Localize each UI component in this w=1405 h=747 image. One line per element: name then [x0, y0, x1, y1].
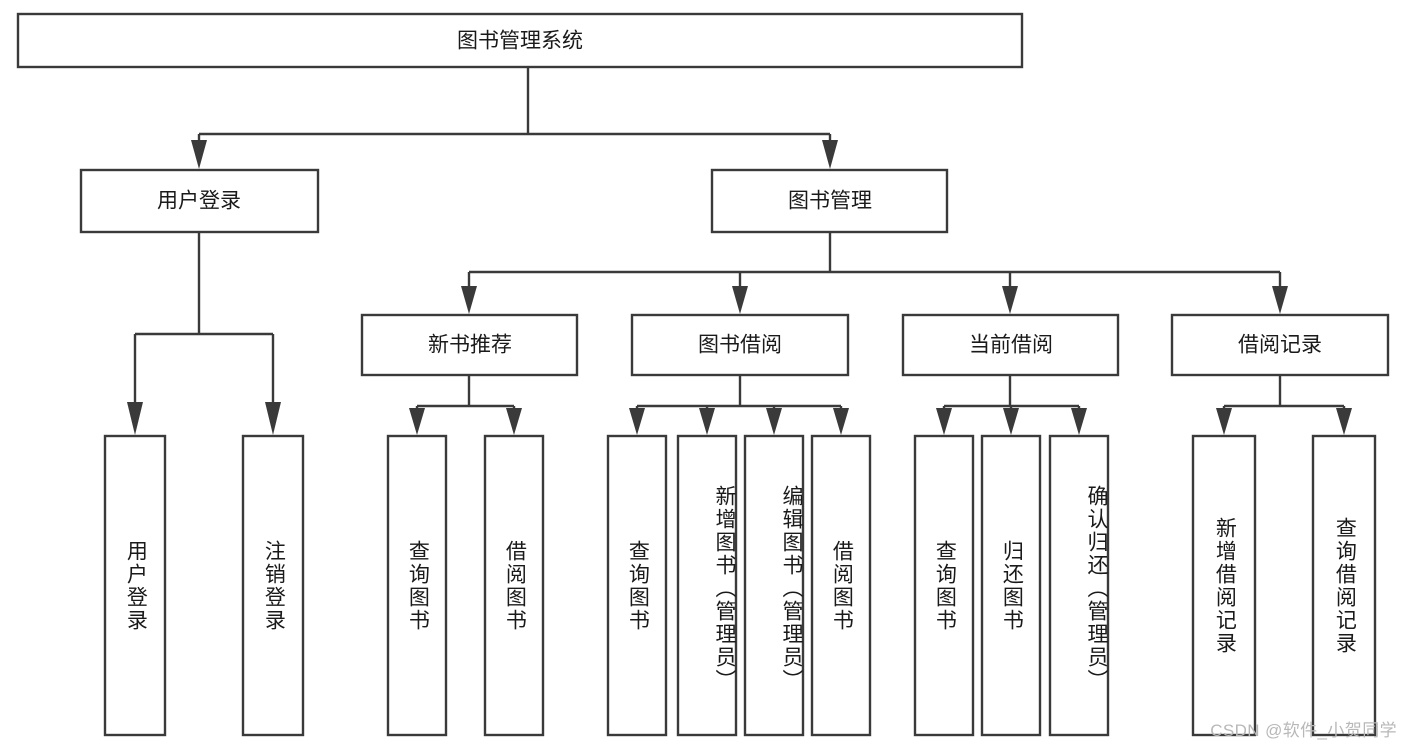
arrowhead-new-book-rec-leaf2 [506, 408, 522, 435]
node-user-login-box[interactable] [79, 168, 320, 234]
arrowhead-current-borrow-leaf1 [936, 408, 952, 435]
arrowhead-root-to-user-login [191, 140, 207, 169]
node-user-login-label: 用户登录 [157, 190, 241, 213]
watermark-text: CSDN @软件_小贺同学 [1210, 721, 1397, 740]
arrowhead-book-manage-new-book-rec [461, 286, 477, 314]
node-root-label: 图书管理系统 [457, 30, 583, 53]
leaf-edit-book-box[interactable] [743, 434, 805, 737]
node-book-manage[interactable]: 图书管理 [710, 168, 949, 234]
node-book-borrow-label: 图书借阅 [698, 334, 782, 357]
node-user-login[interactable]: 用户登录 [79, 168, 320, 234]
node-new-book-rec-box[interactable] [360, 313, 579, 377]
node-root-box[interactable] [16, 12, 1024, 69]
arrowhead-borrow-records-leaf2 [1336, 408, 1352, 435]
leaf-query-book-borrow-box[interactable] [606, 434, 668, 737]
leaf-query-record-box[interactable] [1311, 434, 1377, 737]
node-book-borrow-box[interactable] [630, 313, 850, 377]
node-current-borrow[interactable]: 当前借阅 [901, 313, 1120, 377]
leaf-borrow-book-rec-box[interactable] [483, 434, 545, 737]
node-book-borrow[interactable]: 图书借阅 [630, 313, 850, 377]
connector-layer [127, 67, 1352, 435]
arrowhead-borrow-records-leaf1 [1216, 408, 1232, 435]
node-new-book-rec[interactable]: 新书推荐 [360, 313, 579, 377]
leaf-logout-box[interactable] [241, 434, 305, 737]
leaf-user-login-box[interactable] [103, 434, 167, 737]
leaf-borrow-book-box[interactable] [810, 434, 872, 737]
leaf-box-layer [103, 434, 1377, 737]
node-book-manage-label: 图书管理 [788, 190, 872, 213]
arrowhead-book-manage-current-borrow [1002, 286, 1018, 314]
node-current-borrow-label: 当前借阅 [969, 334, 1053, 357]
leaf-query-book-rec-box[interactable] [386, 434, 448, 737]
node-borrow-records-box[interactable] [1170, 313, 1390, 377]
leaf-query-book-current-box[interactable] [913, 434, 975, 737]
arrowhead-book-borrow-leaf1 [629, 408, 645, 435]
node-borrow-records[interactable]: 借阅记录 [1170, 313, 1390, 377]
arrowhead-current-borrow-leaf3 [1071, 408, 1087, 435]
arrowhead-current-borrow-leaf2 [1003, 408, 1019, 435]
node-new-book-rec-label: 新书推荐 [428, 334, 512, 357]
arrowhead-book-manage-book-borrow [732, 286, 748, 314]
node-borrow-records-label: 借阅记录 [1238, 334, 1322, 357]
arrowhead-user-login-leaf2 [265, 402, 281, 435]
arrowhead-book-manage-borrow-records [1272, 286, 1288, 314]
leaf-add-record-box[interactable] [1191, 434, 1257, 737]
arrowhead-root-to-book-manage [822, 140, 838, 169]
leaf-confirm-return-box[interactable] [1048, 434, 1110, 737]
arrowhead-book-borrow-leaf3 [766, 408, 782, 435]
arrowhead-new-book-rec-leaf1 [409, 408, 425, 435]
node-current-borrow-box[interactable] [901, 313, 1120, 377]
arrowhead-book-borrow-leaf4 [833, 408, 849, 435]
arrowhead-book-borrow-leaf2 [699, 408, 715, 435]
node-book-manage-box[interactable] [710, 168, 949, 234]
node-root[interactable]: 图书管理系统 [16, 12, 1024, 69]
arrowhead-user-login-leaf1 [127, 402, 143, 435]
leaf-add-book-box[interactable] [676, 434, 738, 737]
leaf-return-book-box[interactable] [980, 434, 1042, 737]
